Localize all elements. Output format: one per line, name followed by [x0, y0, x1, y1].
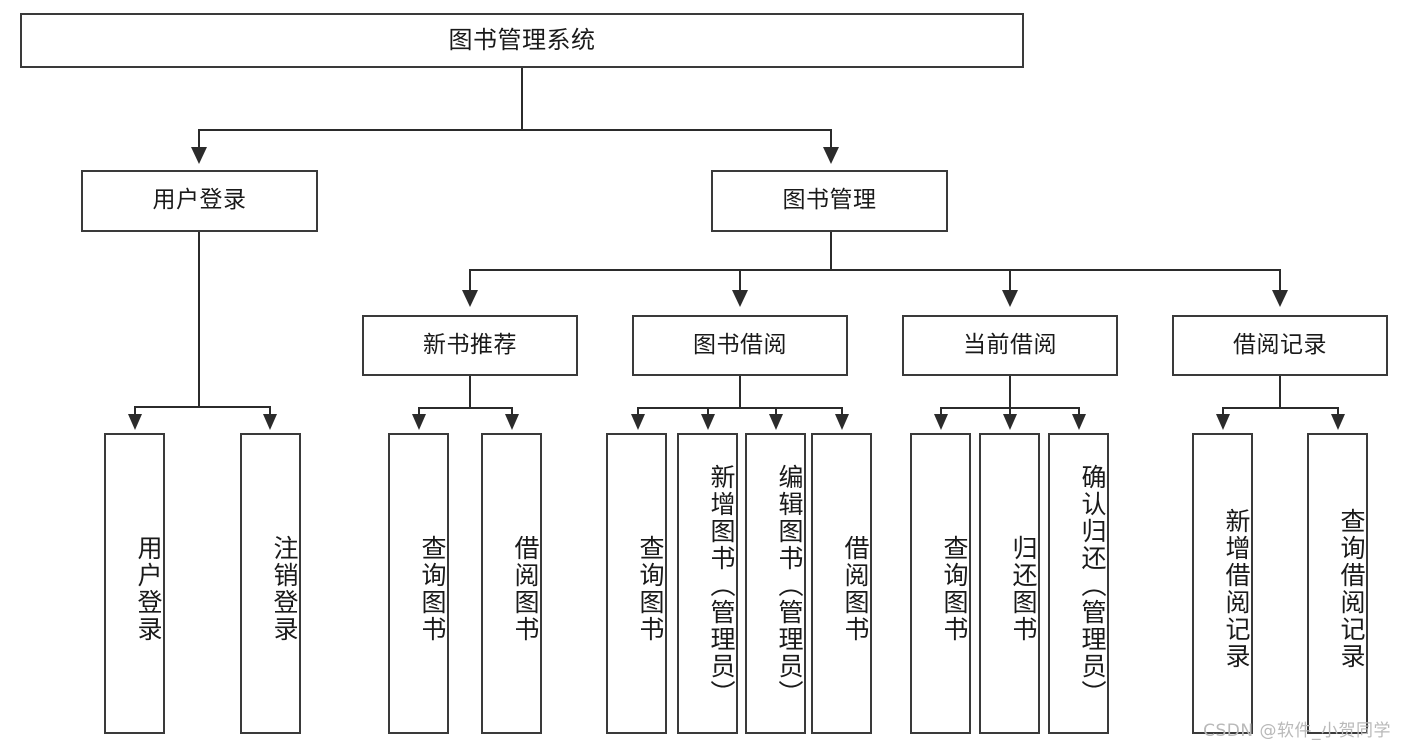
node-user-login[interactable]: 用户登录 — [81, 170, 318, 232]
connector-borrow-record-drop-2 — [1337, 407, 1339, 416]
connector-user-login-drop-1 — [134, 406, 136, 416]
node-label: 借阅记录 — [1233, 331, 1327, 358]
leaf-borrow-book-new[interactable]: 借阅图书 — [481, 433, 542, 734]
arrow-to-leaf-edit-book — [769, 414, 783, 430]
leaf-return-book[interactable]: 归还图书 — [979, 433, 1040, 734]
node-label: 图书借阅 — [693, 331, 787, 358]
connector-level3-bus — [469, 269, 1281, 271]
connector-level2-drop-left — [198, 129, 200, 148]
connector-book-borrow-stem — [739, 376, 741, 408]
node-borrow-record[interactable]: 借阅记录 — [1172, 315, 1388, 376]
connector-level3-drop-3 — [1009, 269, 1011, 291]
arrow-to-leaf-query-book-3 — [934, 414, 948, 430]
leaf-query-book-new[interactable]: 查询图书 — [388, 433, 449, 734]
arrow-to-new-book-recommend — [462, 290, 478, 307]
arrow-to-leaf-logout — [263, 414, 277, 430]
node-label: 确认归还（管理员） — [1078, 464, 1107, 707]
node-book-borrow[interactable]: 图书借阅 — [632, 315, 848, 376]
arrow-to-leaf-return-book — [1003, 414, 1017, 430]
connector-book-borrow-drop-4 — [841, 407, 843, 416]
connector-book-borrow-drop-2 — [707, 407, 709, 416]
leaf-logout[interactable]: 注销登录 — [240, 433, 301, 734]
node-label: 归还图书 — [1009, 534, 1038, 643]
leaf-add-book-admin[interactable]: 新增图书（管理员） — [677, 433, 738, 734]
connector-book-borrow-drop-3 — [775, 407, 777, 416]
node-label: 借阅图书 — [841, 534, 870, 643]
node-new-book-recommend[interactable]: 新书推荐 — [362, 315, 578, 376]
connector-user-login-bus — [134, 406, 271, 408]
node-label: 注销登录 — [270, 534, 299, 643]
arrow-to-current-borrow — [1002, 290, 1018, 307]
connector-book-borrow-drop-1 — [637, 407, 639, 416]
arrow-to-book-management — [823, 147, 839, 164]
leaf-confirm-return-admin[interactable]: 确认归还（管理员） — [1048, 433, 1109, 734]
node-label: 图书管理系统 — [448, 26, 596, 55]
leaf-add-borrow-record[interactable]: 新增借阅记录 — [1192, 433, 1253, 734]
arrow-to-leaf-borrow-book-2 — [835, 414, 849, 430]
node-label: 用户登录 — [134, 534, 163, 643]
arrow-to-leaf-borrow-book-1 — [505, 414, 519, 430]
connector-book-borrow-bus — [637, 407, 843, 409]
connector-borrow-record-bus — [1222, 407, 1339, 409]
node-label: 新增图书（管理员） — [707, 464, 736, 707]
leaf-query-borrow-record[interactable]: 查询借阅记录 — [1307, 433, 1368, 734]
connector-level3-drop-1 — [469, 269, 471, 291]
leaf-query-book-borrow[interactable]: 查询图书 — [606, 433, 667, 734]
connector-borrow-record-drop-1 — [1222, 407, 1224, 416]
connector-current-borrow-drop-2 — [1009, 407, 1011, 416]
node-book-management[interactable]: 图书管理 — [711, 170, 948, 232]
connector-new-book-drop-2 — [511, 407, 513, 416]
node-label: 查询图书 — [940, 534, 969, 643]
leaf-user-login[interactable]: 用户登录 — [104, 433, 165, 734]
connector-new-book-stem — [469, 376, 471, 408]
connector-level2-drop-right — [830, 129, 832, 148]
arrow-to-leaf-add-record — [1216, 414, 1230, 430]
connector-new-book-bus — [418, 407, 513, 409]
node-root-book-management-system[interactable]: 图书管理系统 — [20, 13, 1024, 68]
leaf-borrow-book-borrow[interactable]: 借阅图书 — [811, 433, 872, 734]
arrow-to-borrow-record — [1272, 290, 1288, 307]
connector-level3-drop-2 — [739, 269, 741, 291]
node-label: 当前借阅 — [963, 331, 1057, 358]
leaf-query-book-current[interactable]: 查询图书 — [910, 433, 971, 734]
node-current-borrow[interactable]: 当前借阅 — [902, 315, 1118, 376]
arrow-to-leaf-confirm-return — [1072, 414, 1086, 430]
node-label: 查询借阅记录 — [1337, 507, 1366, 670]
arrow-to-leaf-query-record — [1331, 414, 1345, 430]
node-label: 新书推荐 — [423, 331, 517, 358]
arrow-to-leaf-add-book — [701, 414, 715, 430]
arrow-to-book-borrow — [732, 290, 748, 307]
connector-new-book-drop-1 — [418, 407, 420, 416]
connector-root-stem — [521, 68, 523, 130]
connector-current-borrow-stem — [1009, 376, 1011, 408]
node-label: 借阅图书 — [511, 534, 540, 643]
node-label: 图书管理 — [782, 187, 877, 214]
connector-borrow-record-stem — [1279, 376, 1281, 408]
connector-user-login-stem — [198, 232, 200, 407]
node-label: 用户登录 — [152, 187, 247, 214]
connector-level3-drop-4 — [1279, 269, 1281, 291]
connector-user-login-drop-2 — [269, 406, 271, 416]
node-label: 查询图书 — [418, 534, 447, 643]
node-label: 查询图书 — [636, 534, 665, 643]
connector-current-borrow-drop-3 — [1078, 407, 1080, 416]
arrow-to-leaf-query-book-1 — [412, 414, 426, 430]
node-label: 新增借阅记录 — [1222, 507, 1251, 670]
connector-book-management-stem — [830, 232, 832, 270]
arrow-to-user-login — [191, 147, 207, 164]
arrow-to-leaf-query-book-2 — [631, 414, 645, 430]
node-label: 编辑图书（管理员） — [775, 464, 804, 707]
connector-level2-bus — [198, 129, 832, 131]
connector-current-borrow-drop-1 — [940, 407, 942, 416]
leaf-edit-book-admin[interactable]: 编辑图书（管理员） — [745, 433, 806, 734]
arrow-to-leaf-user-login — [128, 414, 142, 430]
